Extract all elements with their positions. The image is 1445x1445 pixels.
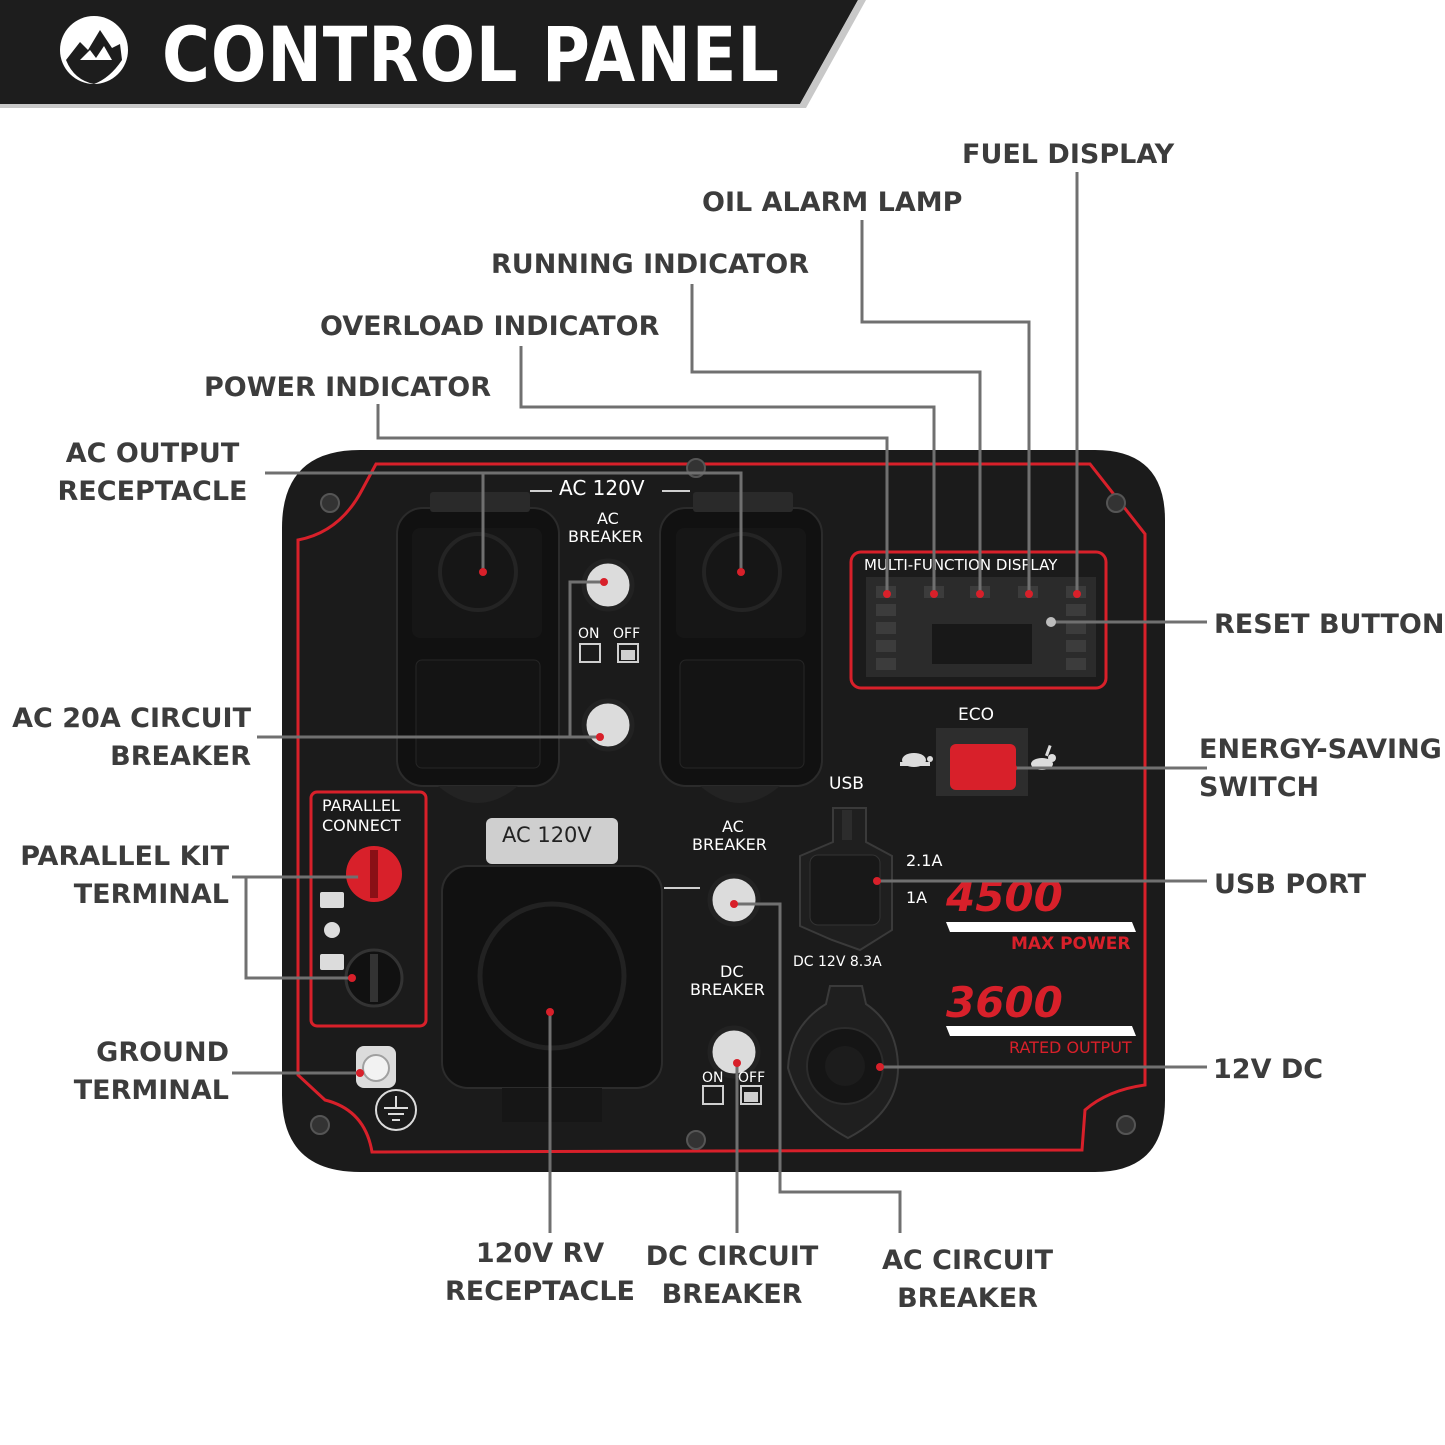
off-label-top: OFF (613, 626, 641, 642)
dc-rating-label: DC 12V 8.3A (793, 954, 882, 970)
ac-breaker-top-label-1: AC (597, 509, 619, 528)
callout-oil-alarm-lamp: OIL ALARM LAMP (702, 187, 963, 218)
callout-usb-port: USB PORT (1214, 869, 1367, 900)
usb-1a-label: 1A (906, 888, 928, 907)
ground-terminal[interactable] (356, 1046, 396, 1088)
callout-ac-20a-line2: BREAKER (110, 741, 251, 772)
usb-21a-label: 2.1A (906, 851, 943, 870)
callout-ground-terminal: GROUND TERMINAL (0, 1034, 229, 1110)
callout-rv-line1: 120V RV (475, 1238, 605, 1269)
turtle-icon (900, 753, 933, 767)
ac-output-receptacle-left[interactable] (396, 492, 560, 803)
callout-parallel-kit-line1: PARALLEL KIT (20, 841, 229, 872)
multi-function-display-label: MULTI-FUNCTION DISPLAY (864, 556, 1058, 574)
callout-ac-output-receptacle: AC OUTPUT RECEPTACLE (50, 435, 255, 511)
dc-breaker-label-2: BREAKER (690, 980, 765, 999)
rated-output-label: RATED OUTPUT (1009, 1038, 1132, 1057)
rv-receptacle[interactable] (441, 818, 663, 1122)
ac-output-receptacle-right[interactable] (659, 492, 823, 803)
mountain-moon-logo-icon (60, 16, 128, 84)
ac-breaker-mid-label-1: AC (722, 817, 744, 836)
ac-breaker-button-top[interactable] (581, 558, 635, 612)
ground-symbol-icon (375, 1089, 417, 1131)
callout-dc-breaker-line1: DC CIRCUIT (645, 1241, 819, 1272)
max-power-label: MAX POWER (1011, 934, 1131, 954)
on-label-bottom: ON (702, 1070, 724, 1086)
callout-120v-rv-receptacle: 120V RV RECEPTACLE (440, 1235, 640, 1311)
on-label-top: ON (578, 626, 600, 642)
callout-ac-output-receptacle-line2: RECEPTACLE (57, 476, 248, 507)
multi-function-display (849, 550, 1108, 690)
callout-dc-circuit-breaker: DC CIRCUIT BREAKER (637, 1238, 827, 1314)
ac-breaker-mid-label-2: BREAKER (692, 835, 767, 854)
usb-label: USB (829, 774, 864, 794)
callout-overload-indicator: OVERLOAD INDICATOR (320, 311, 660, 342)
callout-parallel-kit-line2: TERMINAL (73, 879, 229, 910)
callout-ac-20a-line1: AC 20A CIRCUIT (12, 703, 251, 734)
dc-12v-socket[interactable] (786, 985, 900, 1140)
callout-reset-button: RESET BUTTON (1214, 609, 1445, 640)
eco-label: ECO (958, 705, 994, 725)
dc-circuit-breaker-button[interactable] (707, 1025, 761, 1079)
parallel-connect-label-2: CONNECT (322, 816, 401, 835)
callout-ac-breaker-line1: AC CIRCUIT (882, 1245, 1053, 1276)
callout-ac-breaker-line2: BREAKER (897, 1283, 1038, 1314)
callout-running-indicator: RUNNING INDICATOR (491, 249, 809, 280)
rated-output-value: 3600 (946, 978, 1063, 1027)
callout-ground-line1: GROUND (96, 1037, 229, 1068)
usb-port[interactable] (799, 807, 893, 952)
callout-energy-saving-line1: ENERGY-SAVING (1199, 734, 1442, 765)
callout-ground-line2: TERMINAL (73, 1075, 229, 1106)
dc-breaker-label-1: DC (720, 962, 744, 981)
rv-ac-120v-label: AC 120V (502, 823, 592, 847)
energy-saving-switch[interactable] (936, 728, 1028, 796)
ac-120v-top-label: AC 120V (559, 476, 645, 500)
ac-breaker-top-label-2: BREAKER (568, 527, 643, 546)
callout-fuel-display: FUEL DISPLAY (962, 139, 1175, 170)
parallel-connect-label-1: PARALLEL (322, 796, 400, 815)
off-label-bottom: OFF (738, 1070, 766, 1086)
callout-dc-breaker-line2: BREAKER (661, 1279, 803, 1310)
callout-power-indicator: POWER INDICATOR (204, 372, 492, 403)
callout-rv-line2: RECEPTACLE (445, 1276, 635, 1307)
header-banner (0, 0, 866, 108)
page-title: CONTROL PANEL (162, 10, 780, 99)
callout-energy-saving-switch: ENERGY-SAVING SWITCH (1199, 731, 1442, 807)
parallel-kit-terminal[interactable] (309, 790, 428, 1028)
callout-12v-dc: 12V DC (1213, 1054, 1324, 1085)
callout-energy-saving-line2: SWITCH (1199, 772, 1320, 803)
callout-parallel-kit-terminal: PARALLEL KIT TERMINAL (0, 838, 229, 914)
callout-ac-20a-circuit-breaker: AC 20A CIRCUIT BREAKER (0, 700, 251, 776)
callout-ac-circuit-breaker: AC CIRCUIT BREAKER (870, 1242, 1065, 1318)
callout-ac-output-receptacle-line1: AC OUTPUT (65, 438, 240, 469)
